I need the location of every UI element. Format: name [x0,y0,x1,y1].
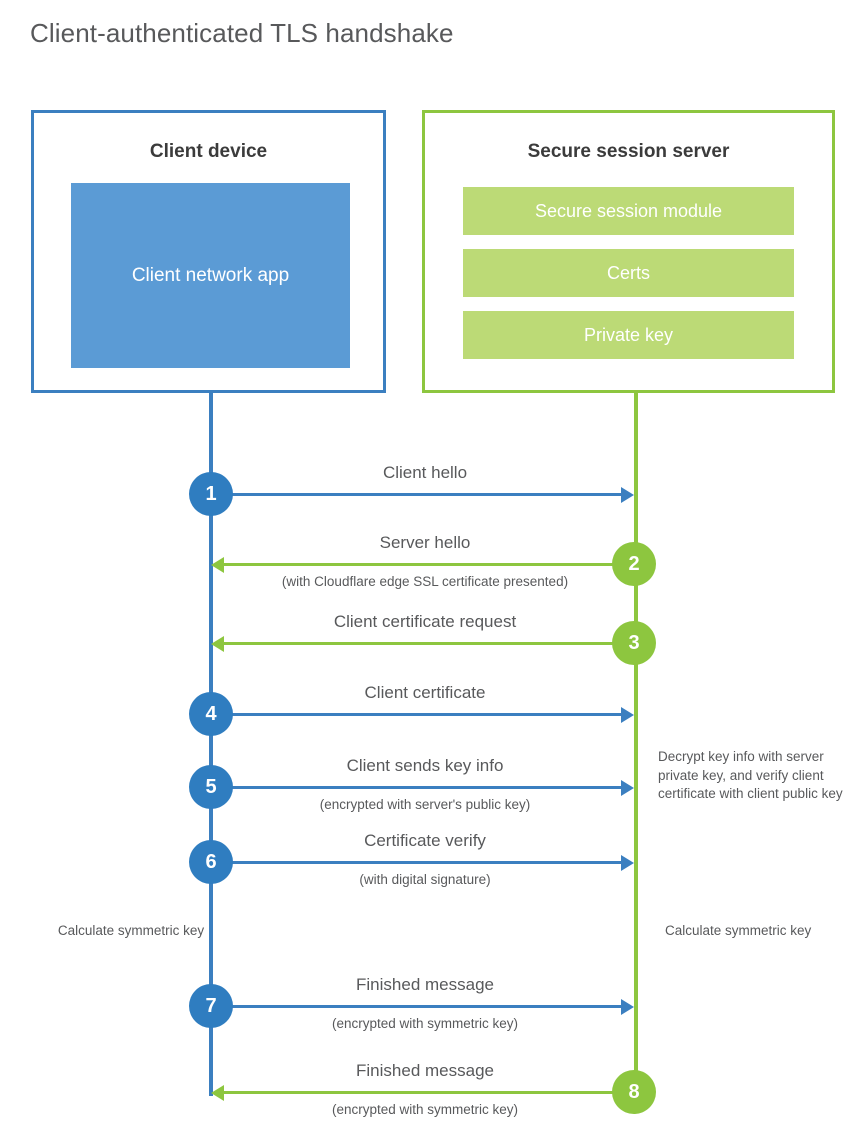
message-label-4: Client certificate [364,683,486,702]
server-lifeline [634,391,638,1092]
page-title: Client-authenticated TLS handshake [30,18,454,48]
client-device-box: Client device Client network app [31,110,386,393]
arrow-head-right-5 [621,780,634,796]
message-sublabel-8: (encrypted with symmetric key) [331,1102,519,1117]
arrow-line-1 [211,493,624,496]
arrow-head-right-4 [621,707,634,723]
step-badge-2[interactable]: 2 [612,542,656,586]
arrow-line-2 [224,563,624,566]
step-badge-5[interactable]: 5 [189,765,233,809]
arrow-head-right-7 [621,999,634,1015]
note-server-decrypt-verify: Decrypt key info with server private key… [658,749,843,802]
server-component-secure-session-module: Secure session module [463,187,794,235]
message-sublabel-5: (encrypted with server's public key) [319,797,531,812]
message-sublabel-7: (encrypted with symmetric key) [331,1016,519,1031]
server-component-certs: Certs [463,249,794,297]
step-badge-3[interactable]: 3 [612,621,656,665]
arrow-head-left-3 [211,636,224,652]
arrow-line-7 [211,1005,624,1008]
arrow-line-3 [224,642,624,645]
secure-session-server-title: Secure session server [527,141,730,162]
note-client-calculate-symmetric-key: Calculate symmetric key [57,923,205,938]
arrow-line-8 [224,1091,624,1094]
secure-session-server-box: Secure session server Secure session mod… [422,110,835,393]
arrow-line-4 [211,713,624,716]
message-label-3: Client certificate request [333,612,517,631]
step-badge-8[interactable]: 8 [612,1070,656,1114]
message-label-8: Finished message [356,1061,494,1080]
step-badge-4[interactable]: 4 [189,692,233,736]
step-badge-1[interactable]: 1 [189,472,233,516]
note-server-calculate-symmetric-key: Calculate symmetric key [665,923,812,938]
arrow-head-right-6 [621,855,634,871]
step-badge-7[interactable]: 7 [189,984,233,1028]
message-label-5: Client sends key info [346,756,504,775]
message-sublabel-6: (with digital signature) [359,872,491,887]
message-label-2: Server hello [379,533,471,552]
arrow-line-5 [211,786,624,789]
message-sublabel-2: (with Cloudflare edge SSL certificate pr… [281,574,569,589]
client-lifeline [209,391,213,1096]
message-label-1: Client hello [382,463,468,482]
arrow-head-left-2 [211,557,224,573]
client-device-title: Client device [149,141,268,162]
client-network-app-block: Client network app [71,183,350,368]
step-badge-6[interactable]: 6 [189,840,233,884]
arrow-line-6 [211,861,624,864]
message-label-6: Certificate verify [364,831,486,850]
arrow-head-left-8 [211,1085,224,1101]
server-component-private-key: Private key [463,311,794,359]
message-label-7: Finished message [356,975,494,994]
arrow-head-right-1 [621,487,634,503]
